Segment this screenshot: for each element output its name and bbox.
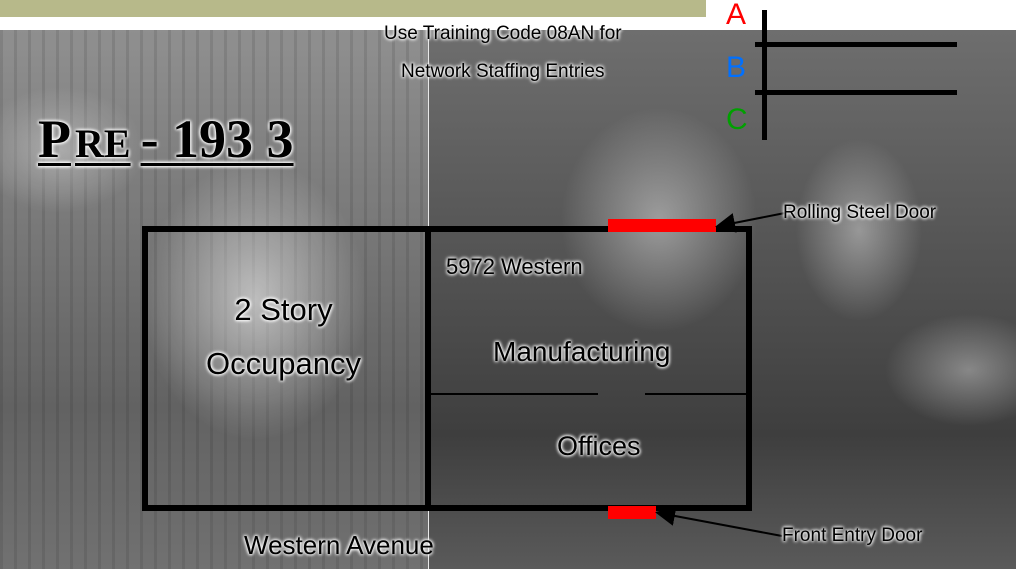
compass-side-a: A xyxy=(726,0,747,31)
compass-upper-line xyxy=(755,42,957,47)
street-label: Western Avenue xyxy=(244,530,434,560)
partition-line-left xyxy=(431,393,598,395)
training-code-line-2: Network Staffing Entries xyxy=(401,61,605,82)
rolling-steel-door-label: Rolling Steel Door xyxy=(783,202,937,223)
title-lead-letter: P xyxy=(38,109,71,169)
compass-vertical-line xyxy=(762,10,767,140)
rolling-door-arrow xyxy=(715,211,791,233)
manufacturing-room-label: Manufacturing xyxy=(493,336,671,367)
left-bay-label-line-1: 2 Story xyxy=(234,292,333,327)
background-photo-right xyxy=(429,30,1016,569)
compass-lower-line xyxy=(755,90,957,95)
partition-line-right xyxy=(645,393,746,395)
top-accent-bar xyxy=(0,0,706,17)
background-photo-left xyxy=(0,30,428,569)
rolling-steel-door xyxy=(608,219,716,232)
title-year: - 193 3 xyxy=(140,109,294,169)
address-label: 5972 Western xyxy=(446,254,583,279)
right-building-outline xyxy=(425,226,752,511)
training-code-line-1: Use Training Code 08AN for xyxy=(384,23,622,44)
offices-room-label: Offices xyxy=(557,431,641,461)
left-bay-label-line-2: Occupancy xyxy=(205,346,362,381)
title-small-caps: RE xyxy=(75,121,131,166)
front-entry-door-label: Front Entry Door xyxy=(782,525,923,546)
front-entry-door xyxy=(608,506,656,519)
side-compass: A B C xyxy=(720,0,970,150)
compass-side-b: B xyxy=(726,51,747,84)
front-door-arrow xyxy=(655,506,783,537)
compass-side-c: C xyxy=(726,103,748,136)
